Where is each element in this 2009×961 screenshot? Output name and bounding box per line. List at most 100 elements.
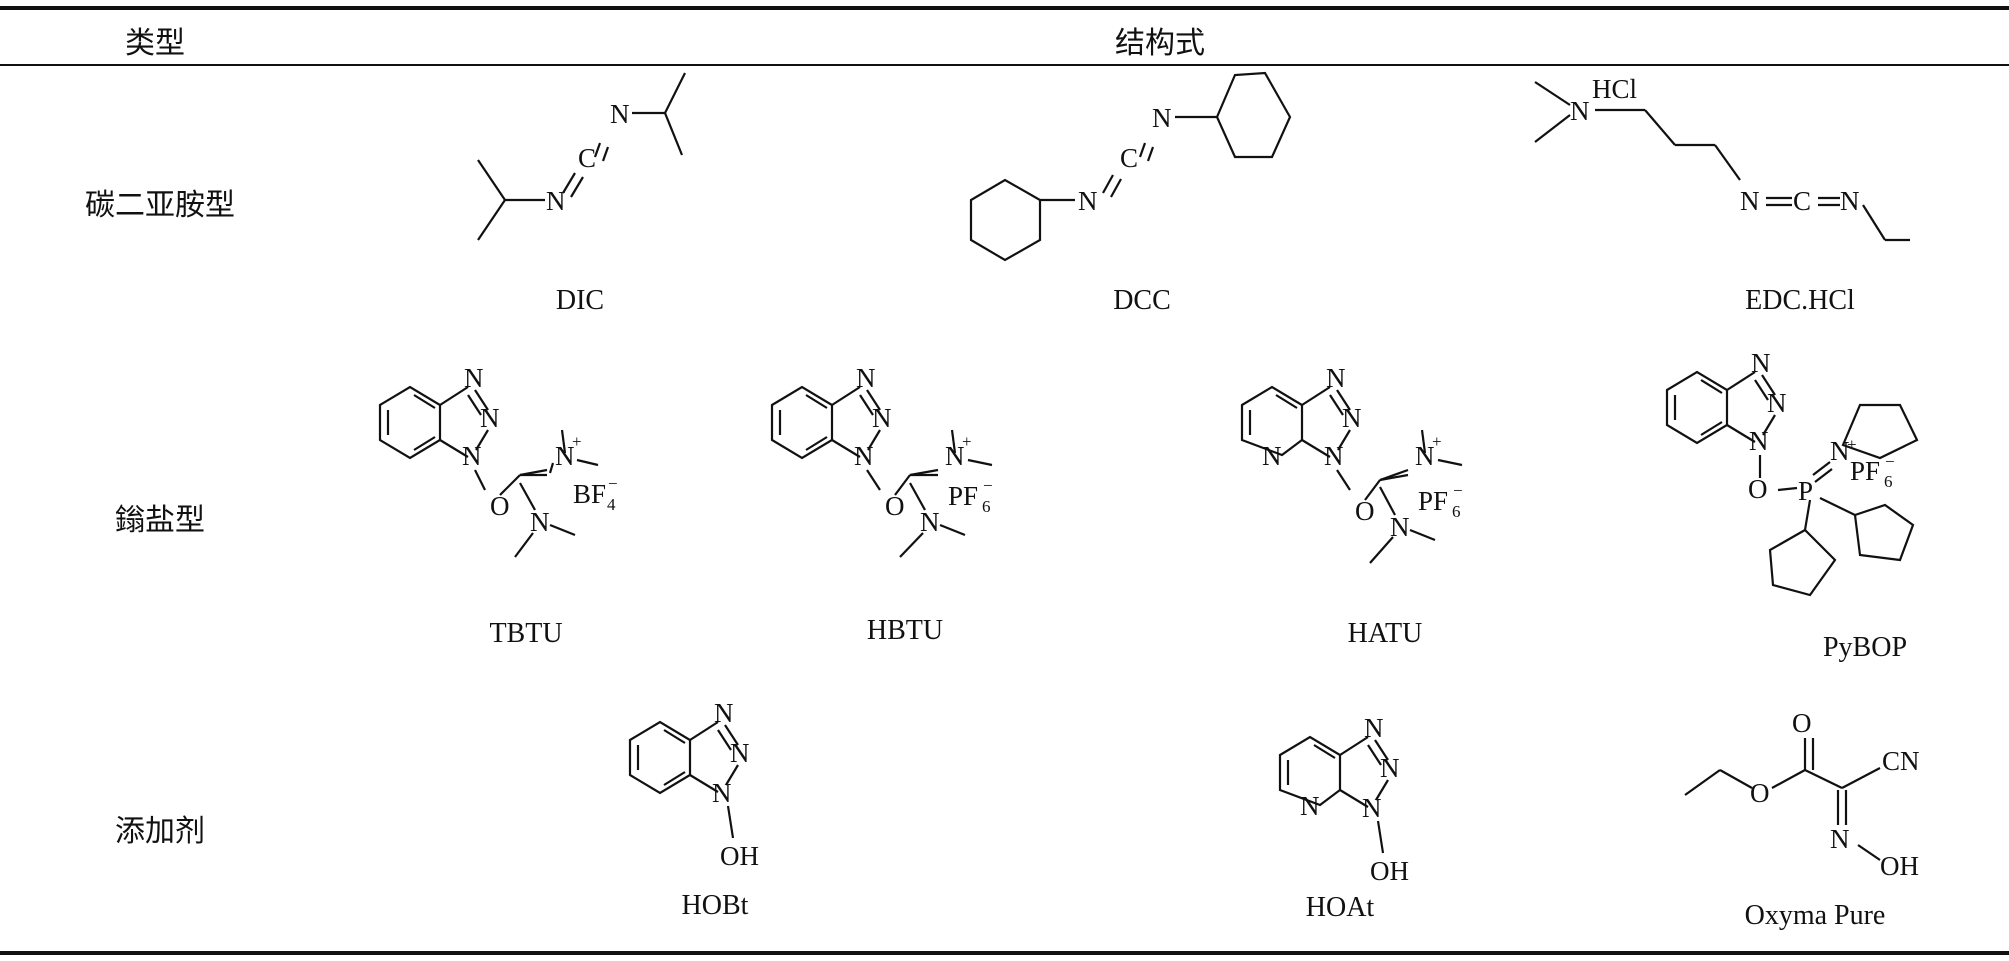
tbtu-n-amine: N — [530, 507, 550, 537]
hatu-o: O — [1355, 496, 1375, 526]
hoat-n3: N — [1364, 713, 1384, 743]
hbtu-plus: + — [962, 432, 972, 451]
compound-name-hatu: HATU — [1347, 618, 1423, 649]
hobt-n2: N — [730, 738, 750, 768]
compound-name-hbtu: HBTU — [866, 615, 944, 646]
header-type: 类型 — [125, 26, 185, 61]
hbtu-sub6: 6 — [982, 497, 991, 516]
dcc-n1: N — [1078, 186, 1098, 216]
compound-name-dcc: DCC — [1113, 285, 1171, 316]
hatu-n-amine: N — [1390, 512, 1410, 542]
pybop-n3: N — [1751, 348, 1771, 378]
hbtu-n-plus: N — [945, 441, 965, 471]
compound-name-tbtu: TBTU — [489, 618, 563, 649]
compound-name-hoat: HOAt — [1305, 892, 1375, 923]
hatu-n3: N — [1326, 363, 1346, 393]
table-bottom-rule — [0, 951, 2009, 955]
header-structure: 结构式 — [1115, 26, 1205, 61]
oxyma-o-ester: O — [1750, 778, 1770, 808]
pybop-p: P — [1798, 476, 1813, 506]
structure-dcc: N C N — [969, 71, 1292, 262]
pybop-plus: + — [1847, 435, 1857, 454]
pybop-minus: − — [1885, 452, 1895, 471]
hoat-oh: OH — [1370, 856, 1409, 886]
oxyma-n: N — [1830, 824, 1850, 854]
hatu-n1: N — [1324, 441, 1344, 471]
structure-dic: N C N — [477, 72, 686, 241]
edc-hcl: HCl — [1592, 74, 1637, 104]
hobt-bonds — [628, 720, 739, 839]
hatu-n-pyridine: N — [1262, 441, 1282, 471]
structure-hobt: N N N OH — [628, 698, 759, 871]
structure-hbtu: N N N O N + PF 6 − N — [770, 363, 993, 558]
structure-pybop: N N N O P N + PF 6 − — [1665, 348, 1919, 597]
pybop-n1: N — [1749, 426, 1769, 456]
pybop-sub6: 6 — [1884, 472, 1893, 491]
row-label-onium: 鎓盐型 — [115, 503, 205, 538]
header-rule — [0, 64, 2009, 66]
hobt-oh: OH — [720, 841, 759, 871]
hoat-n1: N — [1362, 793, 1382, 823]
dcc-n2: N — [1152, 103, 1172, 133]
hbtu-n-amine: N — [920, 507, 940, 537]
compound-name-dic: DIC — [555, 285, 605, 316]
pybop-pf: PF — [1850, 456, 1880, 486]
hatu-sub6: 6 — [1452, 502, 1461, 521]
dcc-c: C — [1120, 143, 1138, 173]
hobt-n1: N — [712, 778, 732, 808]
structure-hoat: N N N N OH — [1278, 713, 1409, 886]
structure-tbtu: N N N O N + BF 4 − N — [378, 363, 618, 558]
hbtu-n2: N — [872, 403, 892, 433]
tbtu-n2: N — [480, 403, 500, 433]
compound-name-oxyma: Oxyma Pure — [1744, 900, 1886, 931]
hobt-n3: N — [714, 698, 734, 728]
dic-bonds — [477, 72, 686, 241]
hatu-plus: + — [1432, 432, 1442, 451]
row-label-carbodiimide: 碳二亚胺型 — [85, 188, 235, 223]
pybop-bonds — [1665, 370, 1919, 597]
hbtu-n3: N — [856, 363, 876, 393]
hbtu-bonds — [770, 385, 993, 558]
hatu-bonds — [1240, 385, 1463, 564]
edc-bonds — [1534, 81, 1910, 242]
tbtu-plus: + — [572, 432, 582, 451]
compound-name-pybop: PyBOP — [1822, 632, 1908, 663]
structure-edc-hcl: N HCl N C N — [1534, 74, 1910, 242]
compound-name-edc: EDC.HCl — [1745, 285, 1855, 316]
table-top-rule — [0, 6, 2009, 10]
tbtu-n3: N — [464, 363, 484, 393]
hatu-n-plus: N — [1415, 441, 1435, 471]
hatu-minus: − — [1453, 481, 1463, 500]
hatu-n2: N — [1342, 403, 1362, 433]
dic-n1: N — [546, 186, 566, 216]
hbtu-n1: N — [854, 441, 874, 471]
oxyma-bonds — [1684, 738, 1881, 861]
hoat-n-pyridine: N — [1300, 791, 1320, 821]
tbtu-o: O — [490, 491, 510, 521]
hatu-pf: PF — [1418, 486, 1448, 516]
hoat-bonds — [1278, 735, 1389, 854]
oxyma-o-carbonyl: O — [1792, 708, 1812, 738]
edc-n-amine: N — [1570, 96, 1590, 126]
tbtu-bonds — [378, 385, 599, 558]
pybop-o: O — [1748, 474, 1768, 504]
structure-oxyma-pure: O O CN N OH — [1684, 708, 1920, 881]
tbtu-minus: − — [608, 474, 618, 493]
dic-n2: N — [610, 99, 630, 129]
hbtu-pf: PF — [948, 481, 978, 511]
hoat-n2: N — [1380, 753, 1400, 783]
edc-n1: N — [1740, 186, 1760, 216]
edc-n2: N — [1840, 186, 1860, 216]
tbtu-bf: BF — [573, 479, 606, 509]
tbtu-sub4: 4 — [607, 495, 616, 514]
row-label-additive: 添加剂 — [115, 814, 205, 849]
tbtu-n-plus: N — [555, 441, 575, 471]
hbtu-o: O — [885, 491, 905, 521]
structure-hatu: N N N N O N + PF 6 − N — [1240, 363, 1463, 564]
oxyma-oh: OH — [1880, 851, 1919, 881]
hbtu-minus: − — [983, 476, 993, 495]
edc-c: C — [1793, 186, 1811, 216]
pybop-n-plus: N — [1830, 436, 1850, 466]
oxyma-cn: CN — [1882, 746, 1920, 776]
pybop-n2: N — [1767, 388, 1787, 418]
